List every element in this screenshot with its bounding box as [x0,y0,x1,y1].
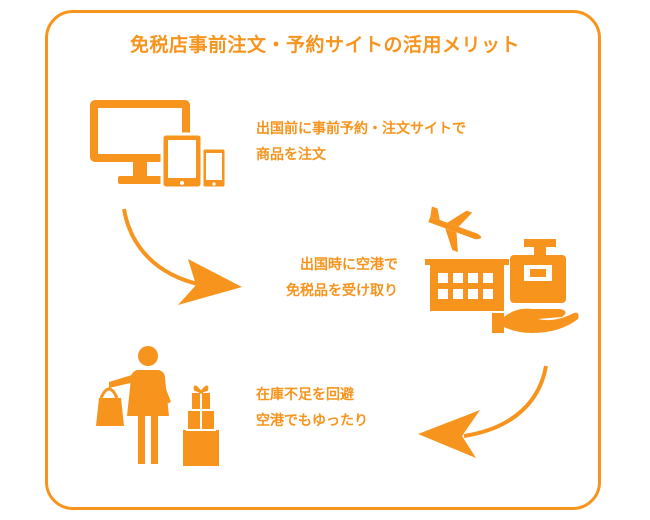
airport-pickup-icon [425,206,579,333]
step-2-text: 出国時に空港で 免税品を受け取り [262,252,398,304]
step-2-line-1: 出国時に空港で [300,257,398,273]
step-1-text: 出国前に事前予約・注文サイトで 商品を注文 [256,116,466,168]
diagram-frame [45,10,601,510]
step-1-line-2: 商品を注文 [256,147,326,163]
devices-icon [90,100,228,190]
arrow-right-icon [122,208,242,305]
step-3-text: 在庫不足を回避 空港でもゆったり [256,382,368,434]
step-1-line-1: 出国前に事前予約・注文サイトで [256,121,466,137]
step-2-line-2: 免税品を受け取り [286,283,398,299]
step-3-line-2: 空港でもゆったり [256,413,368,429]
shopper-icon [96,346,219,466]
step-3-line-1: 在庫不足を回避 [256,387,354,403]
airplane-icon [428,206,482,253]
arrow-left-icon [418,365,548,458]
diagram-title: 免税店事前注文・予約サイトの活用メリット [129,34,520,56]
